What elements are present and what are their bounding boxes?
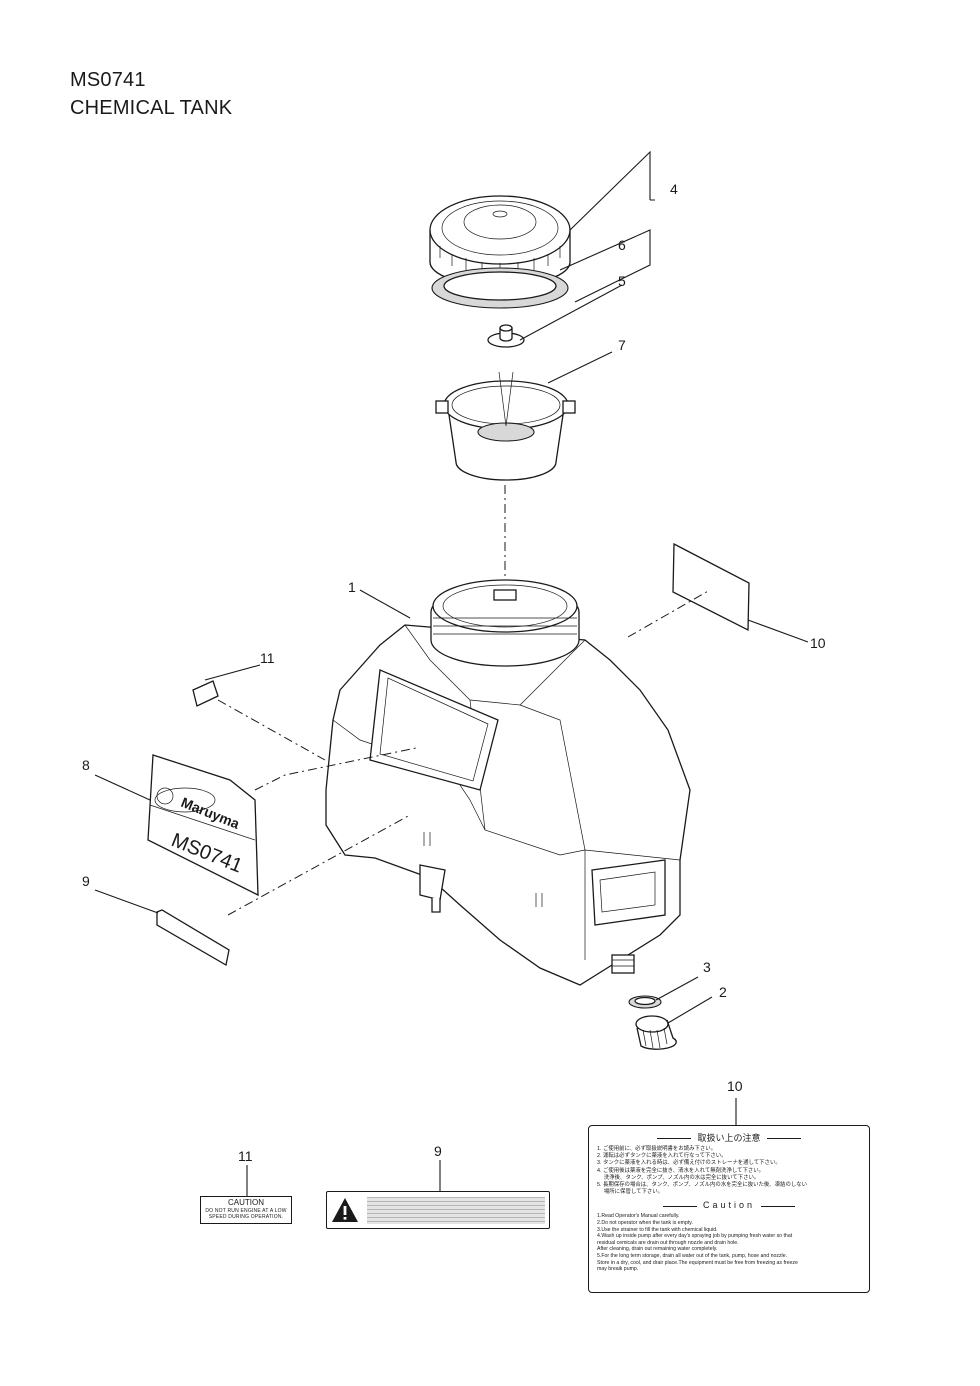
part-label-9 — [156, 909, 230, 967]
decal-10-jp-line: 5. 長期保存の場合は、タンク、ポンプ、ノズル内の水を完全に抜いた後、凍結のしな… — [597, 1182, 808, 1189]
leader-line-7 — [547, 351, 613, 384]
decal-10-jp-line: 1. ご使用前に、必ず取扱説明書をお読み下さい。 — [597, 1146, 717, 1152]
decal-10-en-line: After cleaning, drain out remaining wate… — [597, 1246, 718, 1253]
callout-4: 4 — [670, 181, 678, 197]
assembly-name: CHEMICAL TANK — [70, 97, 233, 119]
leader-line-3 — [655, 976, 699, 1001]
part-label-8 — [147, 754, 259, 897]
leader-lines-top — [519, 150, 655, 341]
warning-triangle-icon — [332, 1198, 358, 1222]
callout-10: 10 — [810, 635, 826, 651]
part-gasket — [431, 267, 569, 309]
decal-10-en-line: 4.Wash up inside pump after every day's … — [597, 1233, 793, 1240]
part-label-11 — [192, 680, 219, 707]
callout-1: 1 — [348, 579, 356, 595]
decal-10-en-line: 3.Use the strainer to fill the tank with… — [597, 1226, 718, 1233]
decal-10-jp-line: 4. ご使用後は薬液を完全に抜き、清水を入れて無剤洗浄して下さい。 — [597, 1167, 765, 1174]
decal-10-en-line: 2.Do not operator when the tank is empty… — [597, 1220, 693, 1227]
decal-10-jp-line: 場所に保管して下さい。 — [597, 1189, 664, 1196]
decal-11-heading: CAUTION — [228, 1198, 264, 1207]
decal-10-jp-line: 3. タンクに薬液を入れる時は、必ず備え付けのストレーナを通して下さい。 — [597, 1160, 781, 1167]
callout-decal11: 11 — [238, 1148, 253, 1164]
part-strainer — [435, 371, 576, 481]
callout-3: 3 — [703, 959, 711, 975]
leader-line-8 — [94, 774, 151, 801]
leader-line-1 — [359, 589, 411, 619]
callout-2: 2 — [719, 984, 727, 1000]
decal-11-message: DO NOT RUN ENGINE AT A LOW SPEED DURING … — [205, 1208, 287, 1220]
placement-line-10 — [627, 589, 711, 638]
decal-10-caution: 取扱い上の注意 1. ご使用前に、必ず取扱説明書をお読み下さい。 2. 運転は必… — [588, 1125, 870, 1293]
model-number: MS0741 — [70, 69, 146, 91]
callout-decal10: 10 — [727, 1078, 743, 1094]
decal-10-en-line: residual cemicals are drain out through … — [597, 1239, 739, 1246]
placement-line-9 — [227, 814, 411, 916]
leader-line-9 — [94, 889, 159, 914]
leader-line-2 — [667, 996, 713, 1024]
part-filter-screen — [628, 995, 662, 1009]
decal-10-jp-heading: 取扱い上の注意 — [697, 1133, 761, 1143]
decal-9-warning — [326, 1191, 550, 1229]
leader-line-10 — [747, 619, 809, 643]
decal-10-en-line: may breaik pump. — [597, 1266, 639, 1273]
decal-10-en-line: Store in a dry, cool, and drair place.Th… — [597, 1259, 798, 1266]
callout-9: 9 — [82, 873, 90, 889]
leader-line-11 — [204, 664, 261, 681]
part-tank — [325, 579, 691, 986]
part-label-10 — [672, 542, 750, 632]
callout-6: 6 — [618, 237, 626, 253]
decal-9-text-lines — [367, 1197, 545, 1224]
decal-10-en-heading: Caution — [702, 1200, 756, 1211]
callout-decal9: 9 — [434, 1143, 442, 1159]
callout-5: 5 — [618, 273, 626, 289]
placement-line-8 — [254, 747, 417, 791]
decal-10-en-line: 1.Read Operator's Manual carefully. — [597, 1213, 680, 1220]
decal-10-jp-line: 洗浄後、タンク、ポンプ、ノズル内の水は完全に抜いて下さい。 — [597, 1174, 760, 1181]
callout-11: 11 — [260, 650, 275, 666]
callout-8: 8 — [82, 757, 90, 773]
placement-line-11 — [217, 699, 326, 761]
decal-11-caution: CAUTION DO NOT RUN ENGINE AT A LOW SPEED… — [200, 1196, 292, 1224]
part-drain-cap — [635, 1015, 677, 1050]
part-valve — [487, 324, 525, 348]
decal-10-en-line: 5.For the long term storage, drain all w… — [597, 1252, 788, 1259]
decal-10-jp-line: 2. 運転は必ずタンクに薬液を入れて行なって下さい。 — [597, 1153, 727, 1160]
callout-7: 7 — [618, 337, 626, 353]
